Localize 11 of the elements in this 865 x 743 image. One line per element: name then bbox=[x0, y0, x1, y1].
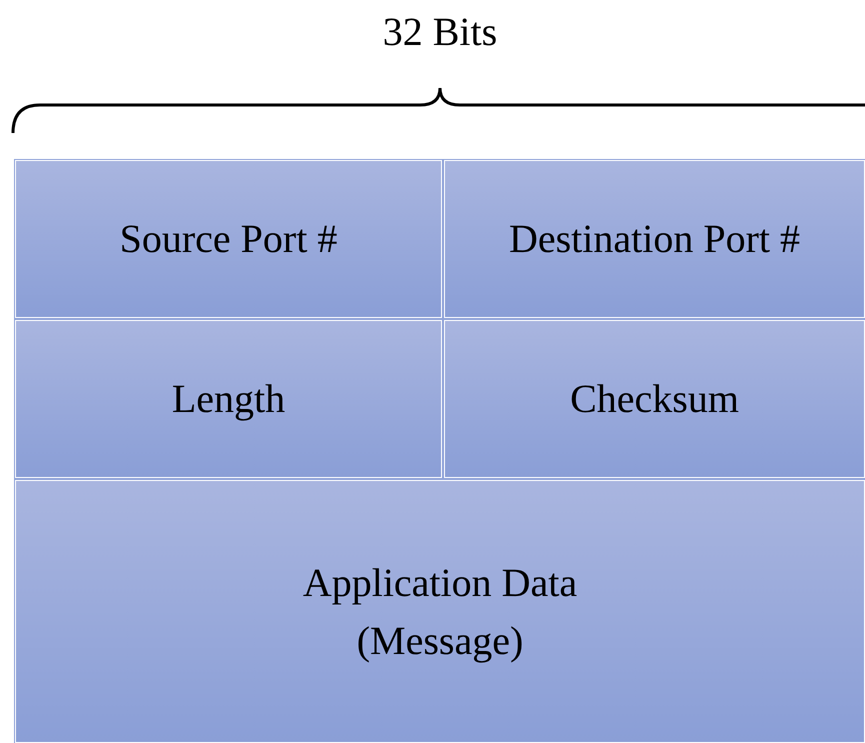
field-name: Destination Port # bbox=[508, 215, 800, 263]
field-name: Application Data (Message) bbox=[302, 558, 578, 665]
header-field bbox=[15, 320, 442, 478]
header-field bbox=[444, 320, 865, 478]
field-name: Checksum bbox=[570, 375, 739, 423]
header-field bbox=[444, 160, 865, 318]
width-label: 32 Bits bbox=[382, 8, 498, 55]
field-name: Source Port # bbox=[120, 215, 338, 263]
header-field bbox=[15, 480, 865, 743]
header-field bbox=[15, 160, 442, 318]
field-name: Length bbox=[172, 375, 286, 423]
